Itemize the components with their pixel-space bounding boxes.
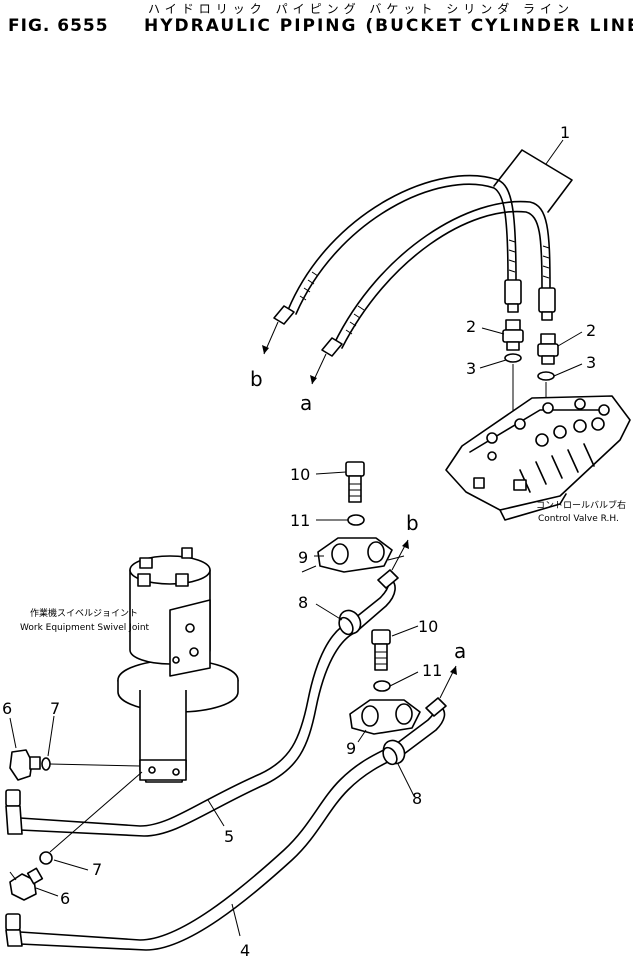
figure-title: HYDRAULIC PIPING (BUCKET CYLINDER LINE) [144,16,633,36]
figure-number: FIG. 6555 [8,16,109,36]
callout-2-right: 2 [586,321,596,340]
tube-5 [19,573,396,837]
washer-11-upper [347,514,365,526]
callout-7-lower: 7 [92,860,102,879]
callout-10-lower: 10 [418,617,438,636]
ref-b-top: b [250,367,263,391]
callout-7-upper: 7 [50,699,60,718]
ref-a-top: a [300,391,312,415]
clamp-8-upper [338,609,362,636]
elbow-6-lower [9,867,44,901]
bolt-10-lower [371,629,391,671]
adapter-2-right [537,333,559,365]
callout-10-upper: 10 [290,465,310,484]
washer-11-lower [373,680,391,692]
control-valve-rh [445,395,631,521]
o-ring-7-upper [41,757,51,771]
callout-9-upper: 9 [298,548,308,567]
callout-5: 5 [224,827,234,846]
bolt-10-upper [345,461,365,503]
callout-8-lower: 8 [412,789,422,808]
work-equipment-swivel-joint [117,547,239,783]
tube-5-left-fitting [5,789,23,835]
callout-3-left: 3 [466,359,476,378]
callout-leaders [9,139,583,937]
callout-6-lower: 6 [60,889,70,908]
callout-6-upper: 6 [2,699,12,718]
o-ring-7-lower [39,851,53,865]
reference-arrows-top [262,321,327,385]
o-ring-3-right [537,371,555,381]
callout-8-upper: 8 [298,593,308,612]
callout-11-lower: 11 [422,661,442,680]
swivel-label-jp: 作業機スイベルジョイント [30,607,138,619]
callout-4: 4 [240,941,250,960]
callout-2-left: 2 [466,317,476,336]
tube-4 [19,701,446,951]
adapter-2-left [502,319,524,351]
callout-11-upper: 11 [290,511,310,530]
clamp-8-lower [382,739,406,766]
control-valve-label-en: Control Valve R.H. [538,514,619,524]
hose-assembly-1 [273,149,573,357]
title-japanese: ハイドロリック パイピング バケット シリンダ ライン [148,2,575,16]
tube-5-end-fitting [377,569,399,589]
leader-7-lower [49,771,143,853]
leader-7-upper [49,763,141,767]
elbow-6-upper [9,749,41,781]
tube-4-end-fitting [425,697,447,717]
ref-b-tube: b [406,511,419,535]
tube-4-left-fitting [5,913,23,947]
holder-9-lower [349,699,421,735]
ref-a-tube: a [454,639,466,663]
callout-9-lower: 9 [346,739,356,758]
callout-1: 1 [560,123,570,142]
swivel-label-en: Work Equipment Swivel Joint [20,623,150,633]
callout-3-right: 3 [586,353,596,372]
o-ring-3-left [504,353,522,363]
control-valve-label-jp: コントロールバルブ右 [536,499,626,511]
holder-9-upper [301,537,405,573]
